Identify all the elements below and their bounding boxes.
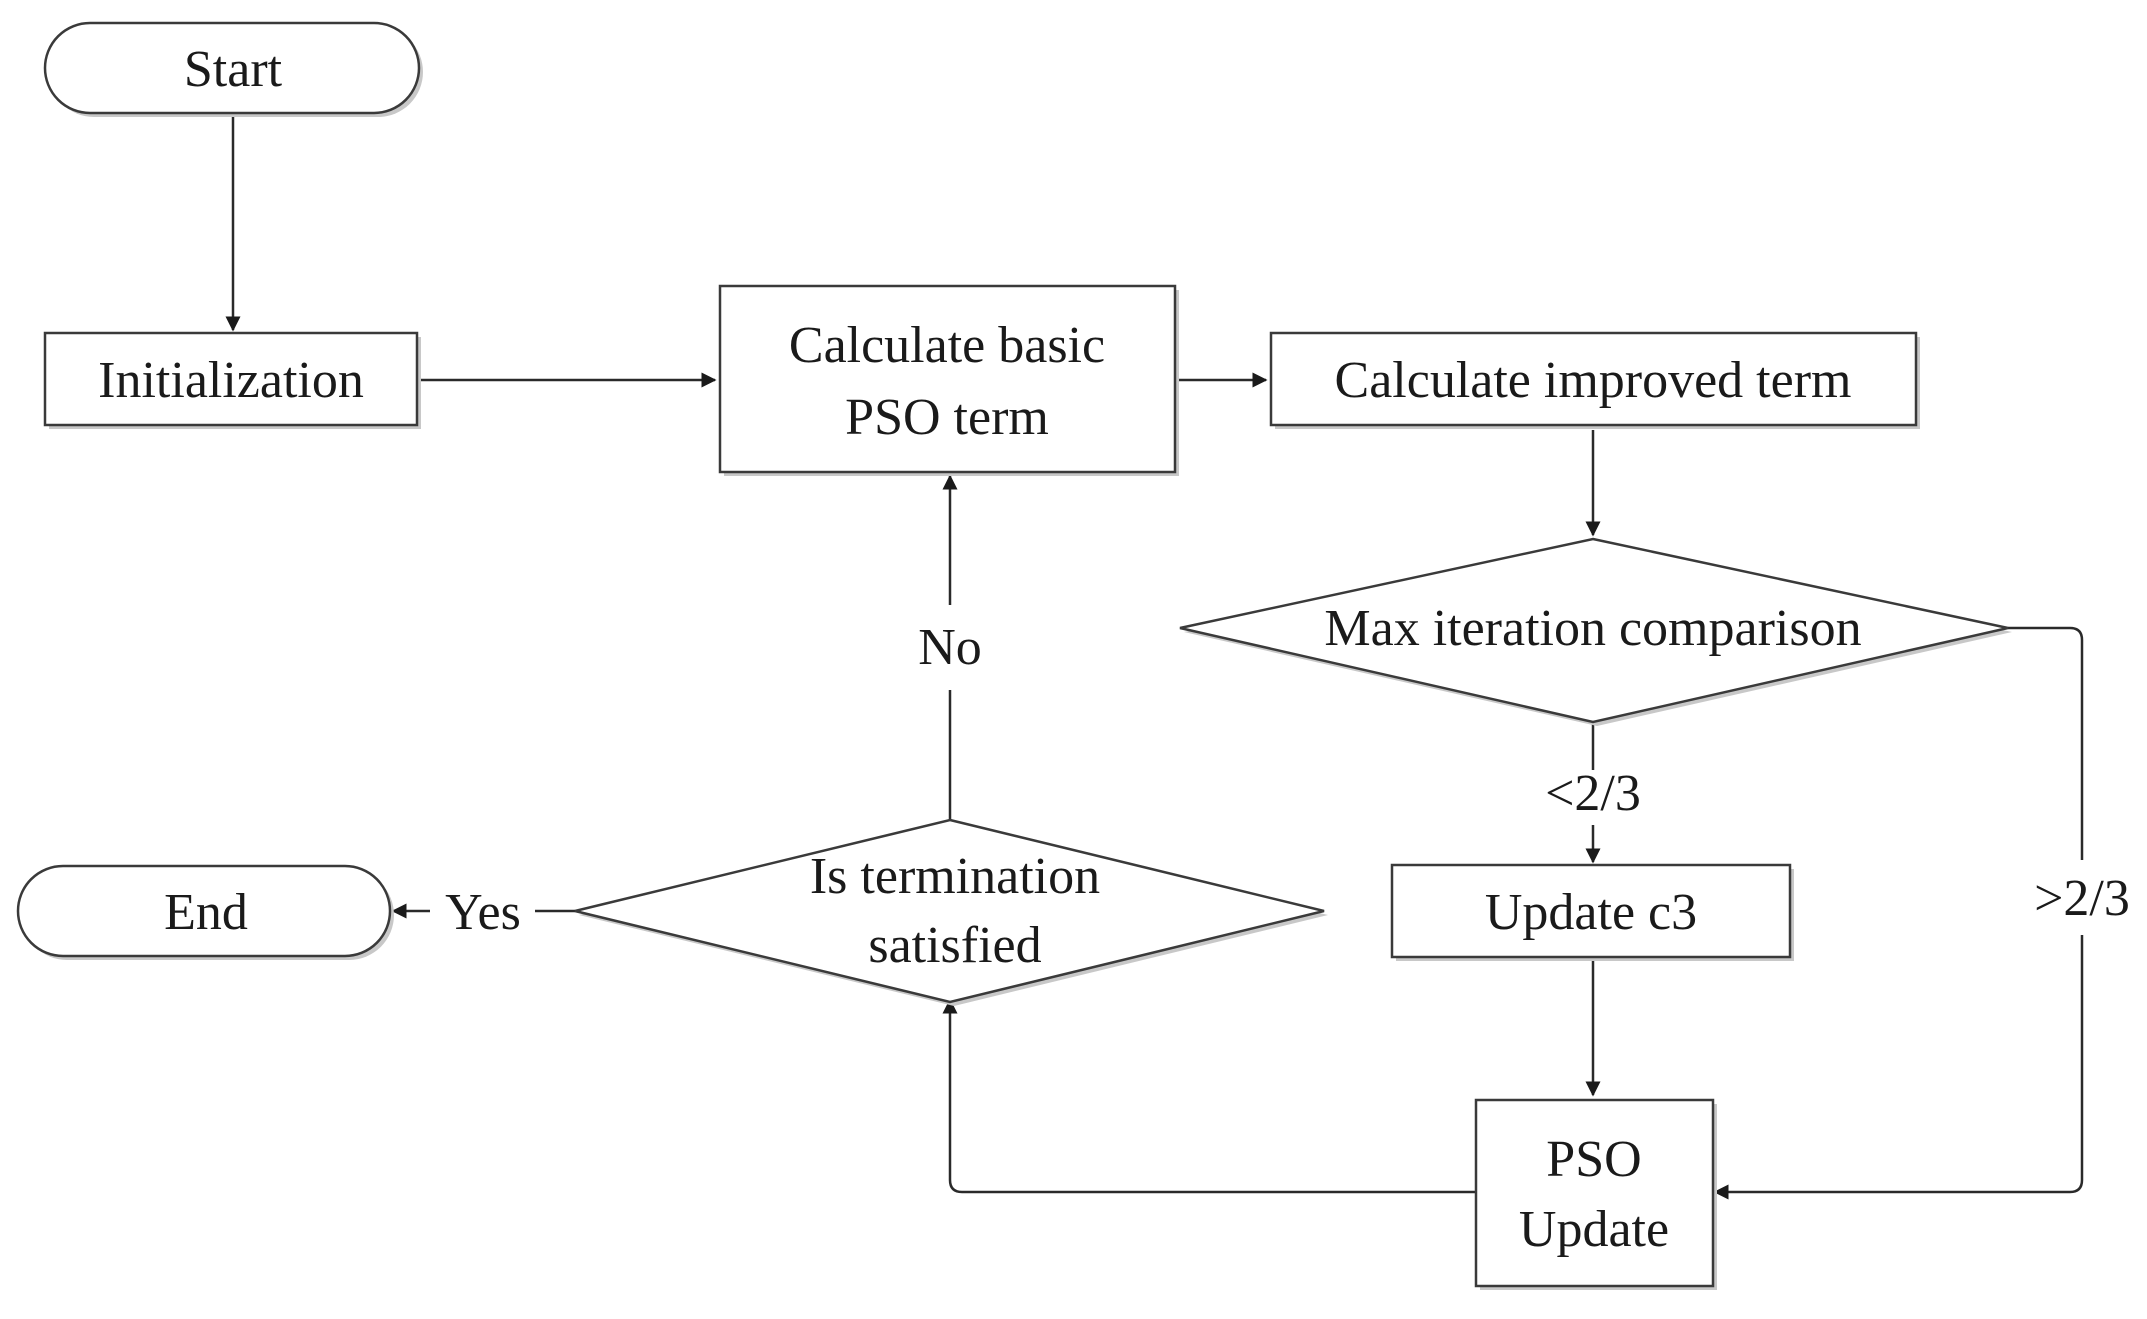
edge-maxiter-to-psoupdate-lower [1713,935,2084,1200]
termination-decision: Is termination satisfied [574,818,1328,1006]
max-iteration-label: Max iteration comparison [1324,600,1861,657]
end-label: End [164,884,248,941]
pso-update-label-line1: PSO [1546,1131,1641,1188]
edge-label-yes: Yes [445,884,521,941]
end-node: End [16,864,394,960]
initialization-node: Initialization [43,331,421,429]
edge-maxiter-to-psoupdate-upper [2008,626,2084,860]
max-iteration-decision: Max iteration comparison [1179,537,2012,726]
edges [225,117,2084,1200]
edge-psoupdate-to-termination [942,998,1475,1194]
update-c3-label: Update c3 [1485,884,1697,941]
start-node: Start [43,21,423,117]
calculate-improved-label: Calculate improved term [1335,352,1852,409]
start-label: Start [184,41,283,98]
update-c3-node: Update c3 [1390,863,1794,961]
calculate-basic-label-line2: PSO term [845,389,1049,446]
termination-label-line1: Is termination [810,848,1100,905]
edge-label-greater-than-two-thirds: >2/3 [2034,870,2130,927]
calculate-basic-node: Calculate basic PSO term [718,284,1179,476]
initialization-label: Initialization [98,352,364,409]
termination-label-line2: satisfied [868,917,1041,974]
calculate-basic-label-line1: Calculate basic [789,317,1105,374]
pso-update-node: PSO Update [1474,1098,1717,1290]
pso-update-label-line2: Update [1519,1201,1669,1258]
edge-label-no: No [918,619,982,676]
edge-label-less-than-two-thirds: <2/3 [1545,765,1641,822]
calculate-improved-node: Calculate improved term [1269,331,1920,429]
